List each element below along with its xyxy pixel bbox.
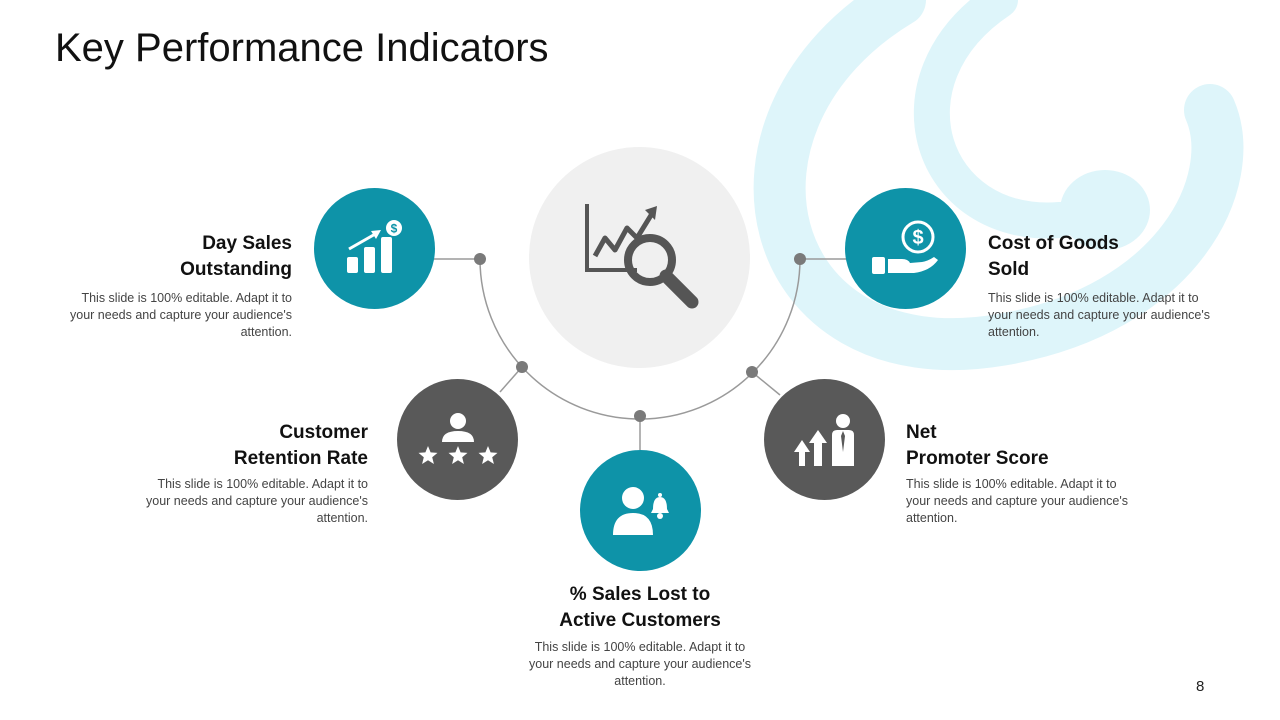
user-bell-icon <box>612 486 669 535</box>
chart-magnifier-icon <box>584 203 698 308</box>
connector-dot <box>474 253 486 265</box>
kpi-desc-sales-lost: This slide is 100% editable. Adapt it to… <box>529 640 751 688</box>
kpi-circle-customer-retention <box>397 379 518 500</box>
bar-growth-dollar-icon: $ <box>346 219 402 273</box>
kpi-label-customer-retention: Customer Retention Rate <box>233 422 368 469</box>
kpi-circle-cost-of-goods: $ <box>845 188 966 309</box>
kpi-label-cost-of-goods: Cost of Goods Sold <box>988 233 1119 280</box>
kpi-circle-day-sales: $ <box>314 188 435 309</box>
svg-text:$: $ <box>390 221 397 235</box>
hand-coin-icon: $ <box>871 220 938 274</box>
kpi-label-net-promoter: Net Promoter Score <box>906 422 1049 469</box>
customer-rating-stars-icon <box>418 412 497 464</box>
kpi-desc-day-sales: This slide is 100% editable. Adapt it to… <box>70 291 292 339</box>
slide-title: Key Performance Indicators <box>55 26 549 70</box>
center-circle <box>529 147 750 368</box>
connector-dot <box>746 366 758 378</box>
kpi-circle-sales-lost <box>580 450 701 571</box>
kpi-desc-customer-retention: This slide is 100% editable. Adapt it to… <box>146 477 368 525</box>
kpi-label-day-sales: Day Sales Outstanding <box>180 233 292 280</box>
connector-dot <box>794 253 806 265</box>
kpi-desc-cost-of-goods: This slide is 100% editable. Adapt it to… <box>988 291 1210 339</box>
page-number: 8 <box>1196 678 1205 695</box>
kpi-circle-net-promoter <box>764 379 885 500</box>
svg-text:$: $ <box>912 227 923 249</box>
connector-dot <box>516 361 528 373</box>
business-growth-arrows-icon <box>793 413 854 466</box>
kpi-desc-net-promoter: This slide is 100% editable. Adapt it to… <box>906 477 1128 525</box>
connector-dot <box>634 410 646 422</box>
kpi-label-sales-lost: % Sales Lost to Active Customers <box>559 584 721 631</box>
